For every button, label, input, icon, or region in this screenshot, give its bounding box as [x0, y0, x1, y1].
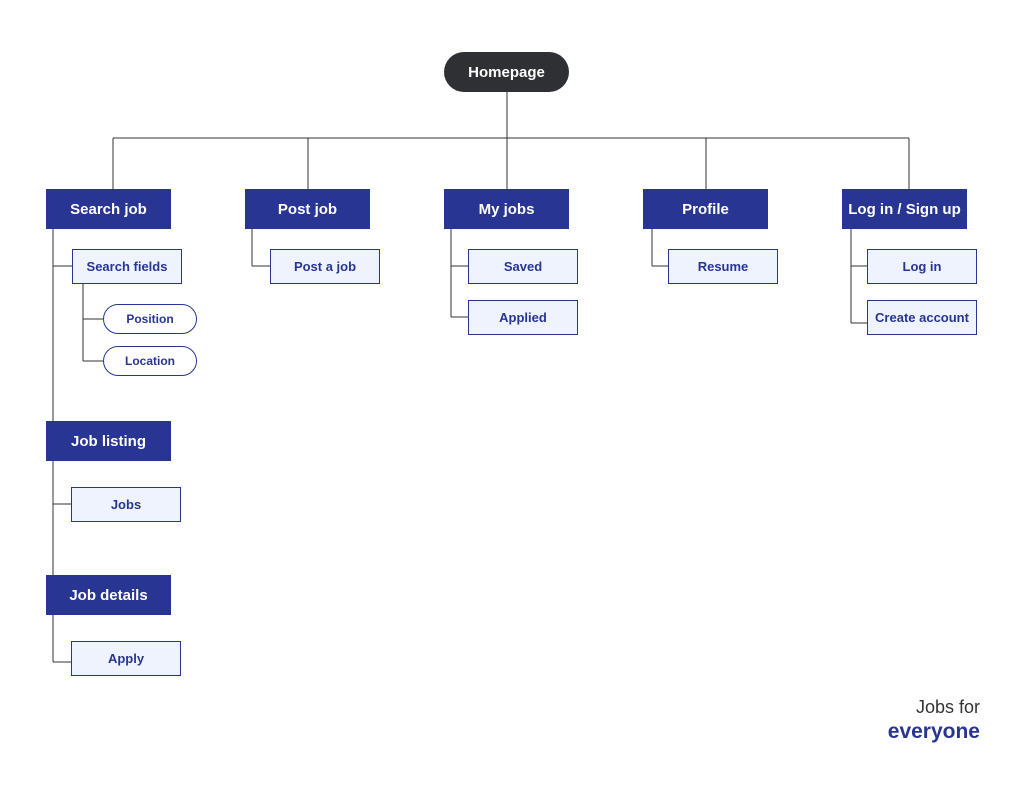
node-profile: Profile [643, 189, 768, 229]
node-my-jobs: My jobs [444, 189, 569, 229]
node-resume: Resume [668, 249, 778, 284]
node-position: Position [103, 304, 197, 334]
node-saved: Saved [468, 249, 578, 284]
node-log-in: Log in [867, 249, 977, 284]
node-search-job: Search job [46, 189, 171, 229]
node-job-listing: Job listing [46, 421, 171, 461]
node-search-fields: Search fields [72, 249, 182, 284]
node-job-details: Job details [46, 575, 171, 615]
node-location: Location [103, 346, 197, 376]
node-create-account: Create account [867, 300, 977, 335]
brand-line2: everyone [887, 720, 980, 743]
brand-line1: Jobs for [915, 697, 980, 717]
node-apply: Apply [71, 641, 181, 676]
brand-logo: Jobs for everyone [860, 695, 980, 745]
node-post-job: Post job [245, 189, 370, 229]
node-homepage: Homepage [444, 52, 569, 92]
node-jobs: Jobs [71, 487, 181, 522]
node-login-signup: Log in / Sign up [842, 189, 967, 229]
node-post-a-job: Post a job [270, 249, 380, 284]
node-applied: Applied [468, 300, 578, 335]
